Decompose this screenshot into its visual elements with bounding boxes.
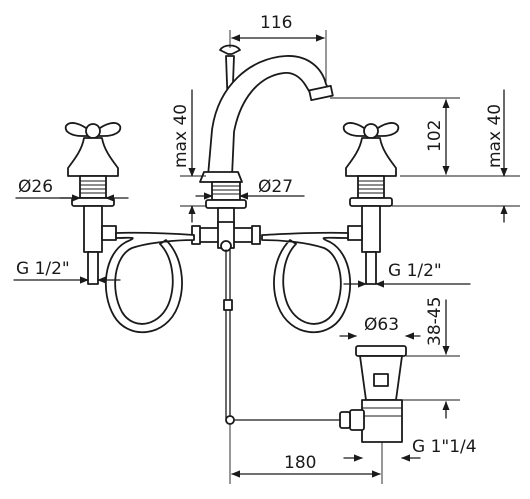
dim-dia-handle-base: Ø26	[18, 177, 53, 197]
dim-drain-thread: G 1"1/4	[412, 437, 477, 457]
dim-spout-height: 102	[425, 120, 445, 152]
dim-thread-left: G 1/2"	[16, 259, 70, 279]
dim-dia-spout-base: Ø27	[258, 177, 293, 197]
dim-dia-drain: Ø63	[364, 315, 399, 335]
dim-thread-right: G 1/2"	[388, 261, 442, 281]
dim-max-left: max 40	[171, 104, 191, 168]
right-cross-handle	[342, 122, 400, 285]
dim-max-right: max 40	[485, 104, 505, 168]
dimension-lines	[13, 30, 520, 484]
spout	[199, 44, 334, 227]
connection-assembly	[104, 221, 352, 421]
dim-spout-reach: 116	[260, 13, 292, 33]
dim-drain-adjust: 38-45	[425, 297, 445, 346]
dim-drain-offset: 180	[284, 453, 316, 473]
pop-up-drain	[225, 345, 407, 443]
